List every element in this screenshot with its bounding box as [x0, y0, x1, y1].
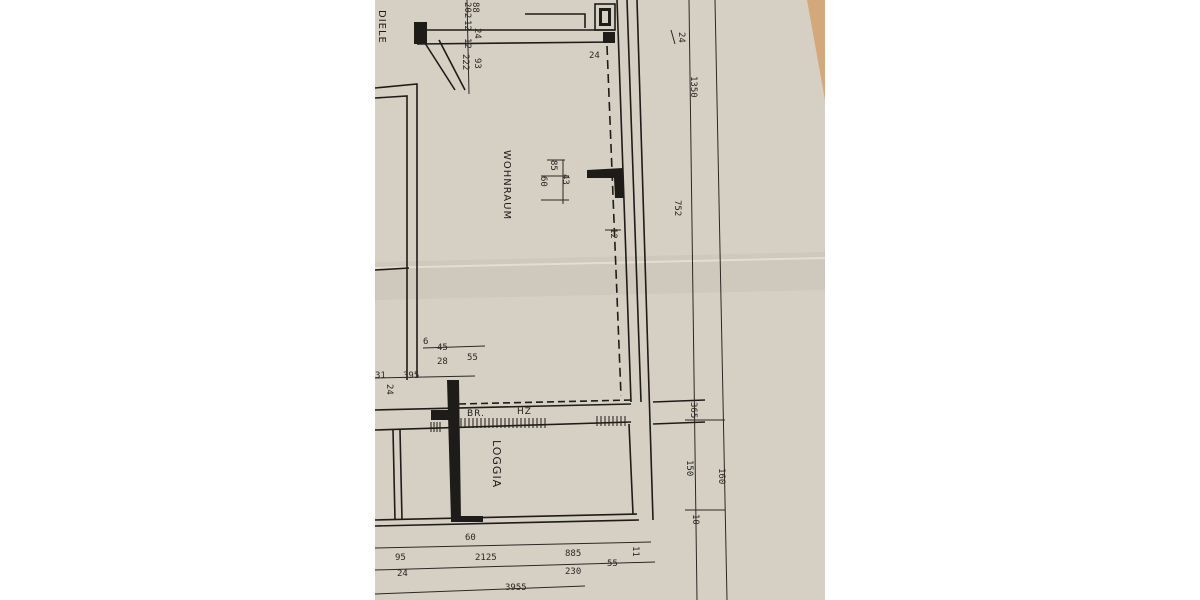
room-label-loggia: LOGGIA	[490, 440, 503, 488]
fixture-label-br: BR.	[467, 409, 485, 419]
dimension-12-top: 12	[462, 20, 472, 31]
dimension-12-door: 12	[608, 228, 618, 239]
dimension-85: 85	[548, 160, 558, 171]
plan-walls	[375, 0, 706, 527]
dimension-3955: 3955	[505, 583, 527, 593]
dimension-88: 88	[470, 2, 480, 13]
room-label-diele: DIELE	[376, 10, 387, 44]
room-label-wohnraum: WOHNRAUM	[501, 150, 512, 220]
dimension-24-corner: 24	[589, 51, 600, 61]
dimension-24-top: 24	[472, 28, 482, 39]
dimension-31: 31	[375, 371, 386, 381]
dimension-60-wall: 60	[538, 176, 548, 187]
dimension-2125: 2125	[475, 553, 497, 563]
dimension-222: 222	[460, 54, 470, 70]
dimension-885: 885	[565, 549, 581, 559]
dimension-24-right: 24	[676, 32, 686, 43]
floor-plan-photo: DIELE WOHNRAUM LOGGIA BR. HZ 88 202 24 1…	[375, 0, 825, 600]
dimension-230: 230	[565, 567, 581, 577]
plan-solid-elements	[414, 22, 624, 522]
dimension-202: 202	[462, 2, 472, 18]
dimension-6: 6	[423, 337, 428, 347]
dimension-24-bottom: 24	[397, 569, 408, 579]
paper-fold	[375, 252, 825, 300]
dimension-150: 150	[684, 460, 694, 476]
fold-crease	[375, 257, 825, 269]
dimension-95: 95	[395, 553, 406, 563]
dimension-1350: 1350	[688, 76, 698, 98]
dimension-60-loggia: 60	[465, 533, 476, 543]
hatching	[430, 416, 626, 432]
dimension-395: 395	[403, 371, 419, 381]
fixture-label-hz: HZ	[517, 407, 532, 417]
paper-sheet	[375, 0, 825, 600]
dimension-55-bottom: 55	[607, 559, 618, 569]
dimension-365: 365	[688, 402, 698, 418]
dimension-28: 28	[437, 357, 448, 367]
dimension-24-left: 24	[384, 384, 394, 395]
dimension-160: 160	[716, 468, 726, 484]
chimney-symbol	[594, 3, 616, 31]
dimension-55-top: 55	[467, 353, 478, 363]
dimension-93: 93	[472, 58, 482, 69]
dimension-lines	[375, 0, 728, 600]
dimension-12-mid: 12	[462, 38, 472, 49]
dimension-45: 45	[437, 343, 448, 353]
dimension-10: 10	[690, 514, 700, 525]
photo: DIELE WOHNRAUM LOGGIA BR. HZ 88 202 24 1…	[375, 0, 825, 600]
dimension-11: 11	[630, 546, 640, 557]
dimension-752: 752	[672, 200, 682, 216]
dimension-43: 43	[560, 174, 570, 185]
